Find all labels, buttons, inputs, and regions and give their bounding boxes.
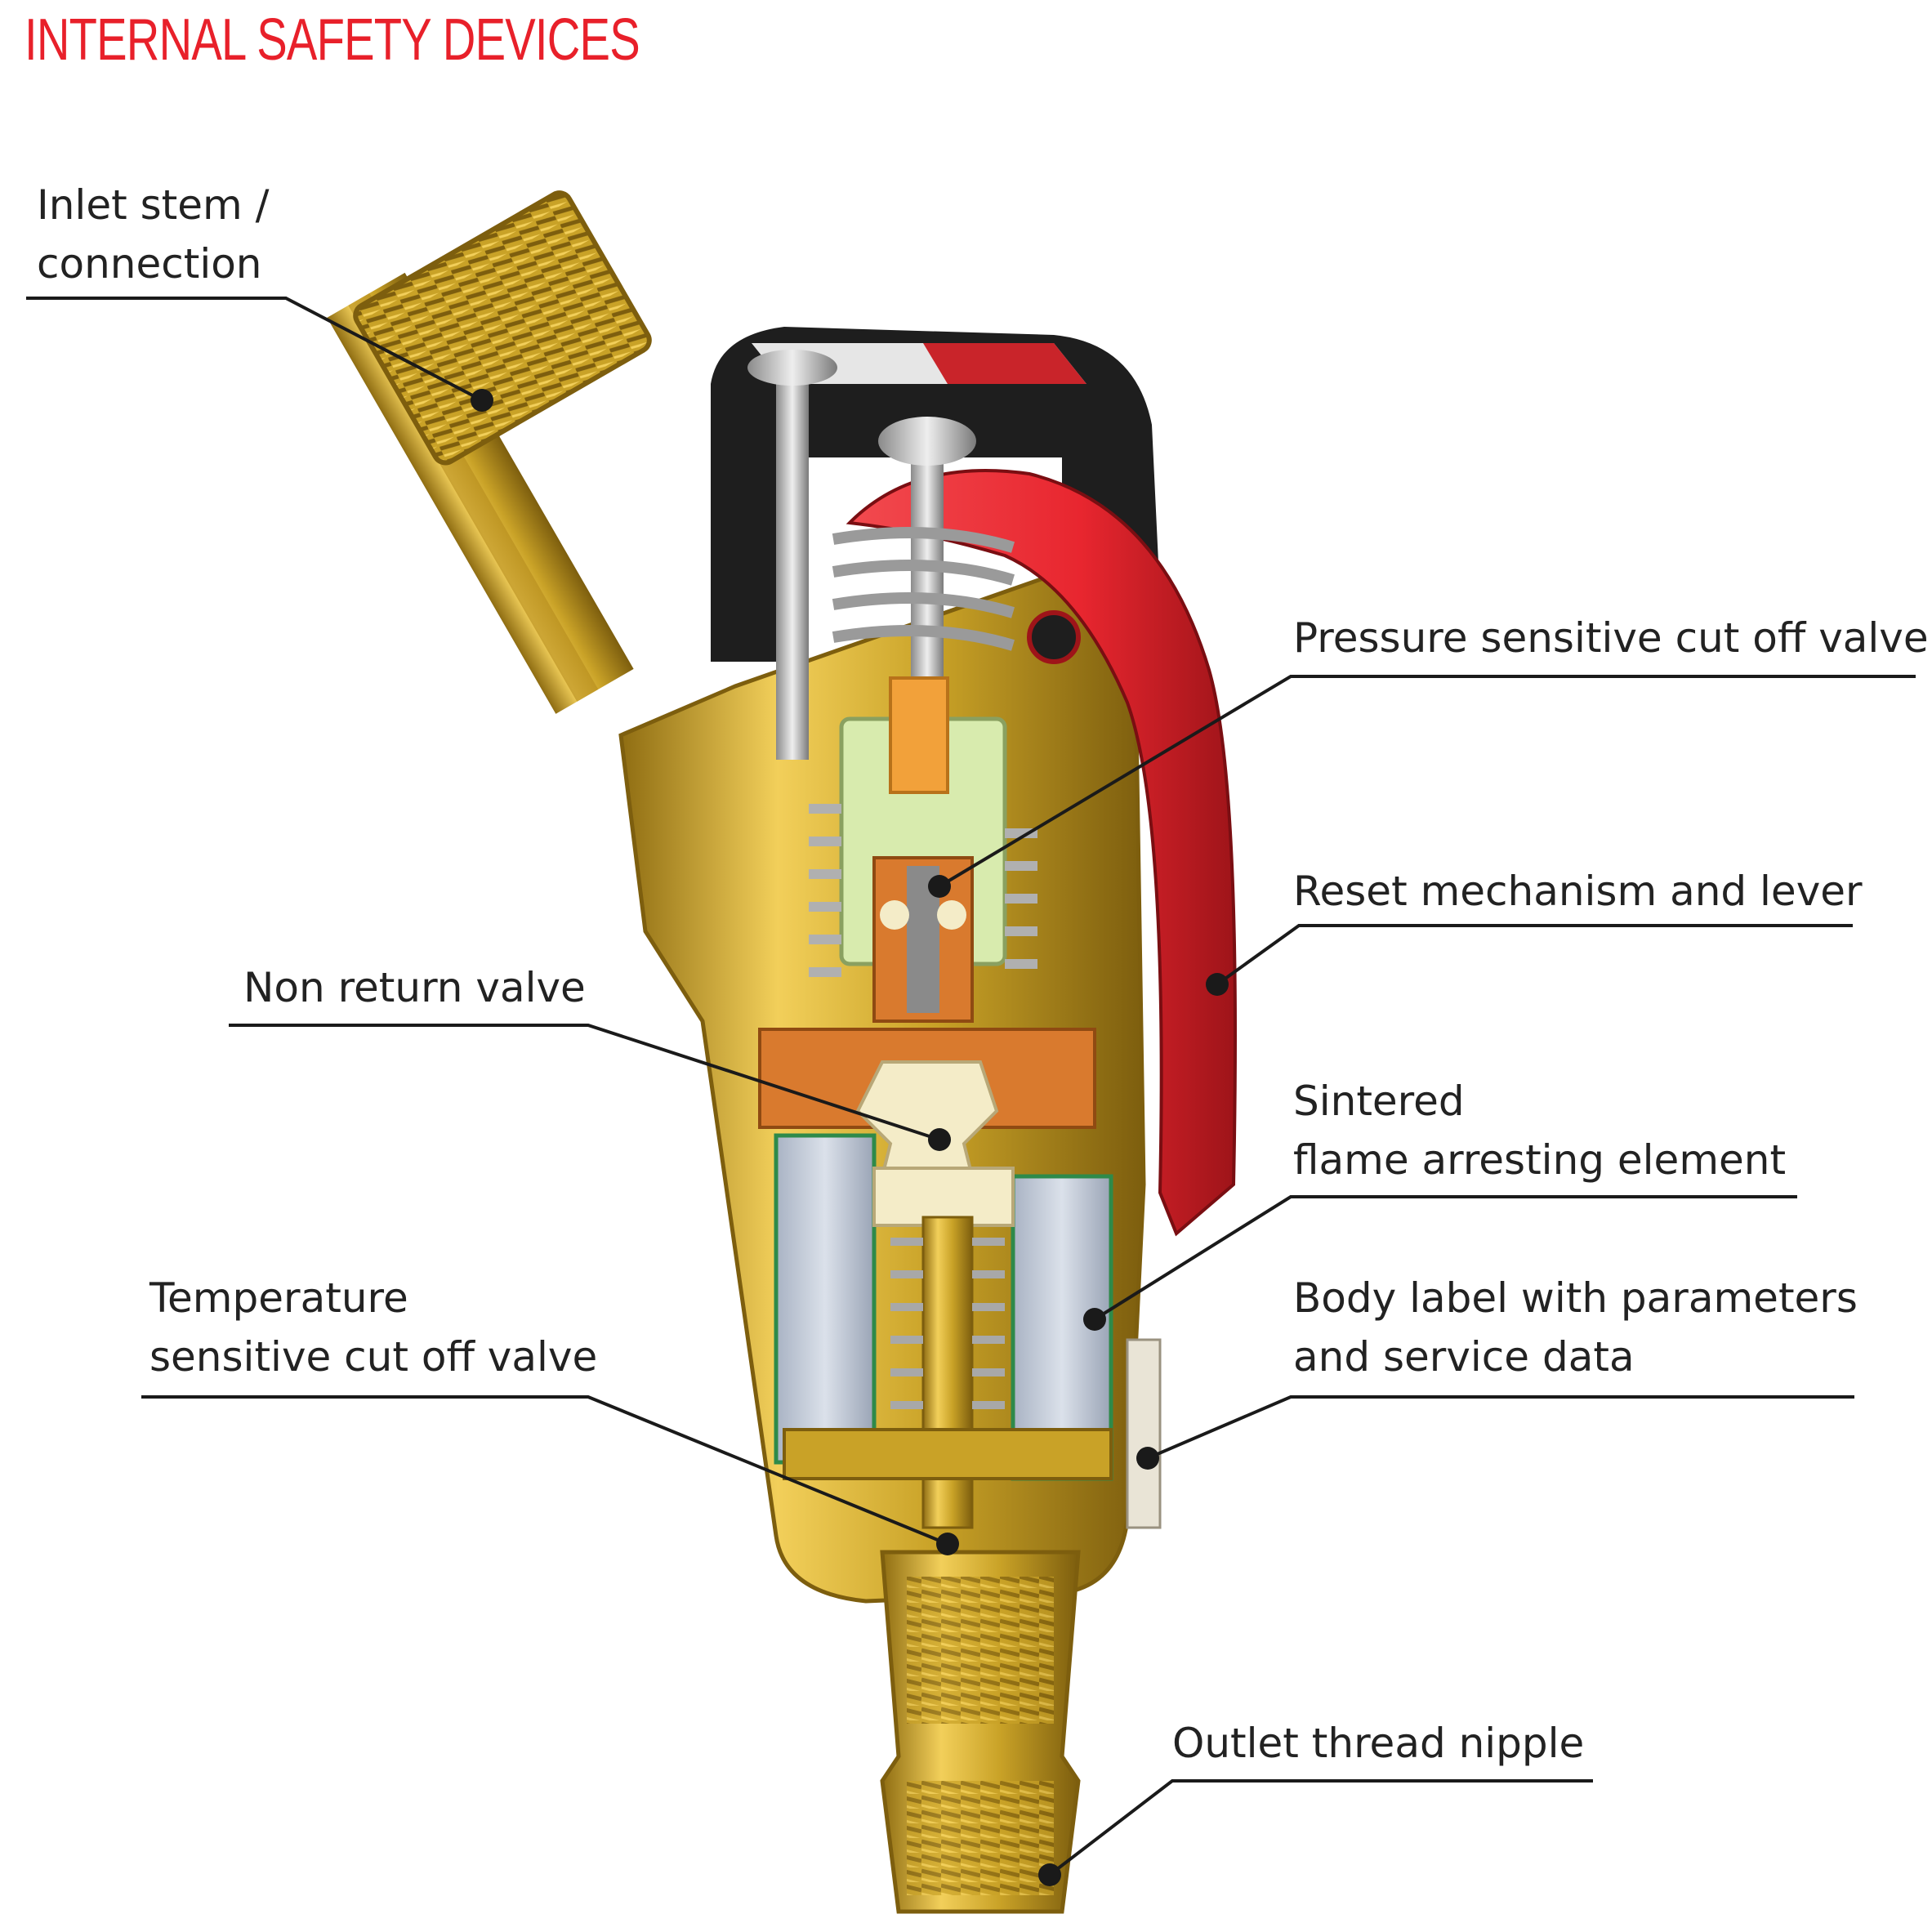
label-sintered-element: Sintered flame arresting element (1293, 1078, 1787, 1184)
temperature-valve-stem (921, 1216, 974, 1529)
reset-lever (846, 469, 1237, 1237)
page-title: INTERNAL SAFETY DEVICES (25, 7, 640, 73)
label-outlet-nipple: Outlet thread nipple (1172, 1720, 1585, 1767)
label-reset-mechanism: Reset mechanism and lever (1293, 868, 1863, 915)
leader-pressure (938, 675, 1916, 888)
upper-spring (832, 527, 1015, 651)
sintered-filter-left (774, 1133, 877, 1465)
leader-lines (26, 297, 1916, 1876)
leader-dots (471, 389, 1229, 1886)
label-inlet-stem: Inlet stem / connection (37, 181, 270, 288)
label-non-return-valve: Non return valve (243, 964, 586, 1011)
leader-inlet (26, 297, 483, 402)
leader-temperature (141, 1395, 948, 1546)
inlet-nut (353, 190, 652, 466)
body-label (1126, 1338, 1162, 1529)
label-pressure-valve: Pressure sensitive cut off valve (1293, 614, 1929, 662)
label-temperature-valve: Temperature sensitive cut off valve (149, 1274, 598, 1381)
leader-sintered (1093, 1195, 1797, 1321)
leader-reset (1216, 924, 1853, 986)
leader-nonreturn (229, 1024, 940, 1141)
screws (747, 350, 976, 760)
leader-outlet (1048, 1779, 1593, 1876)
label-body-label: Body label with parameters and service d… (1293, 1274, 1858, 1381)
inlet-stem (327, 190, 652, 714)
black-cap (711, 327, 1160, 662)
leader-bodylabel (1147, 1395, 1854, 1460)
